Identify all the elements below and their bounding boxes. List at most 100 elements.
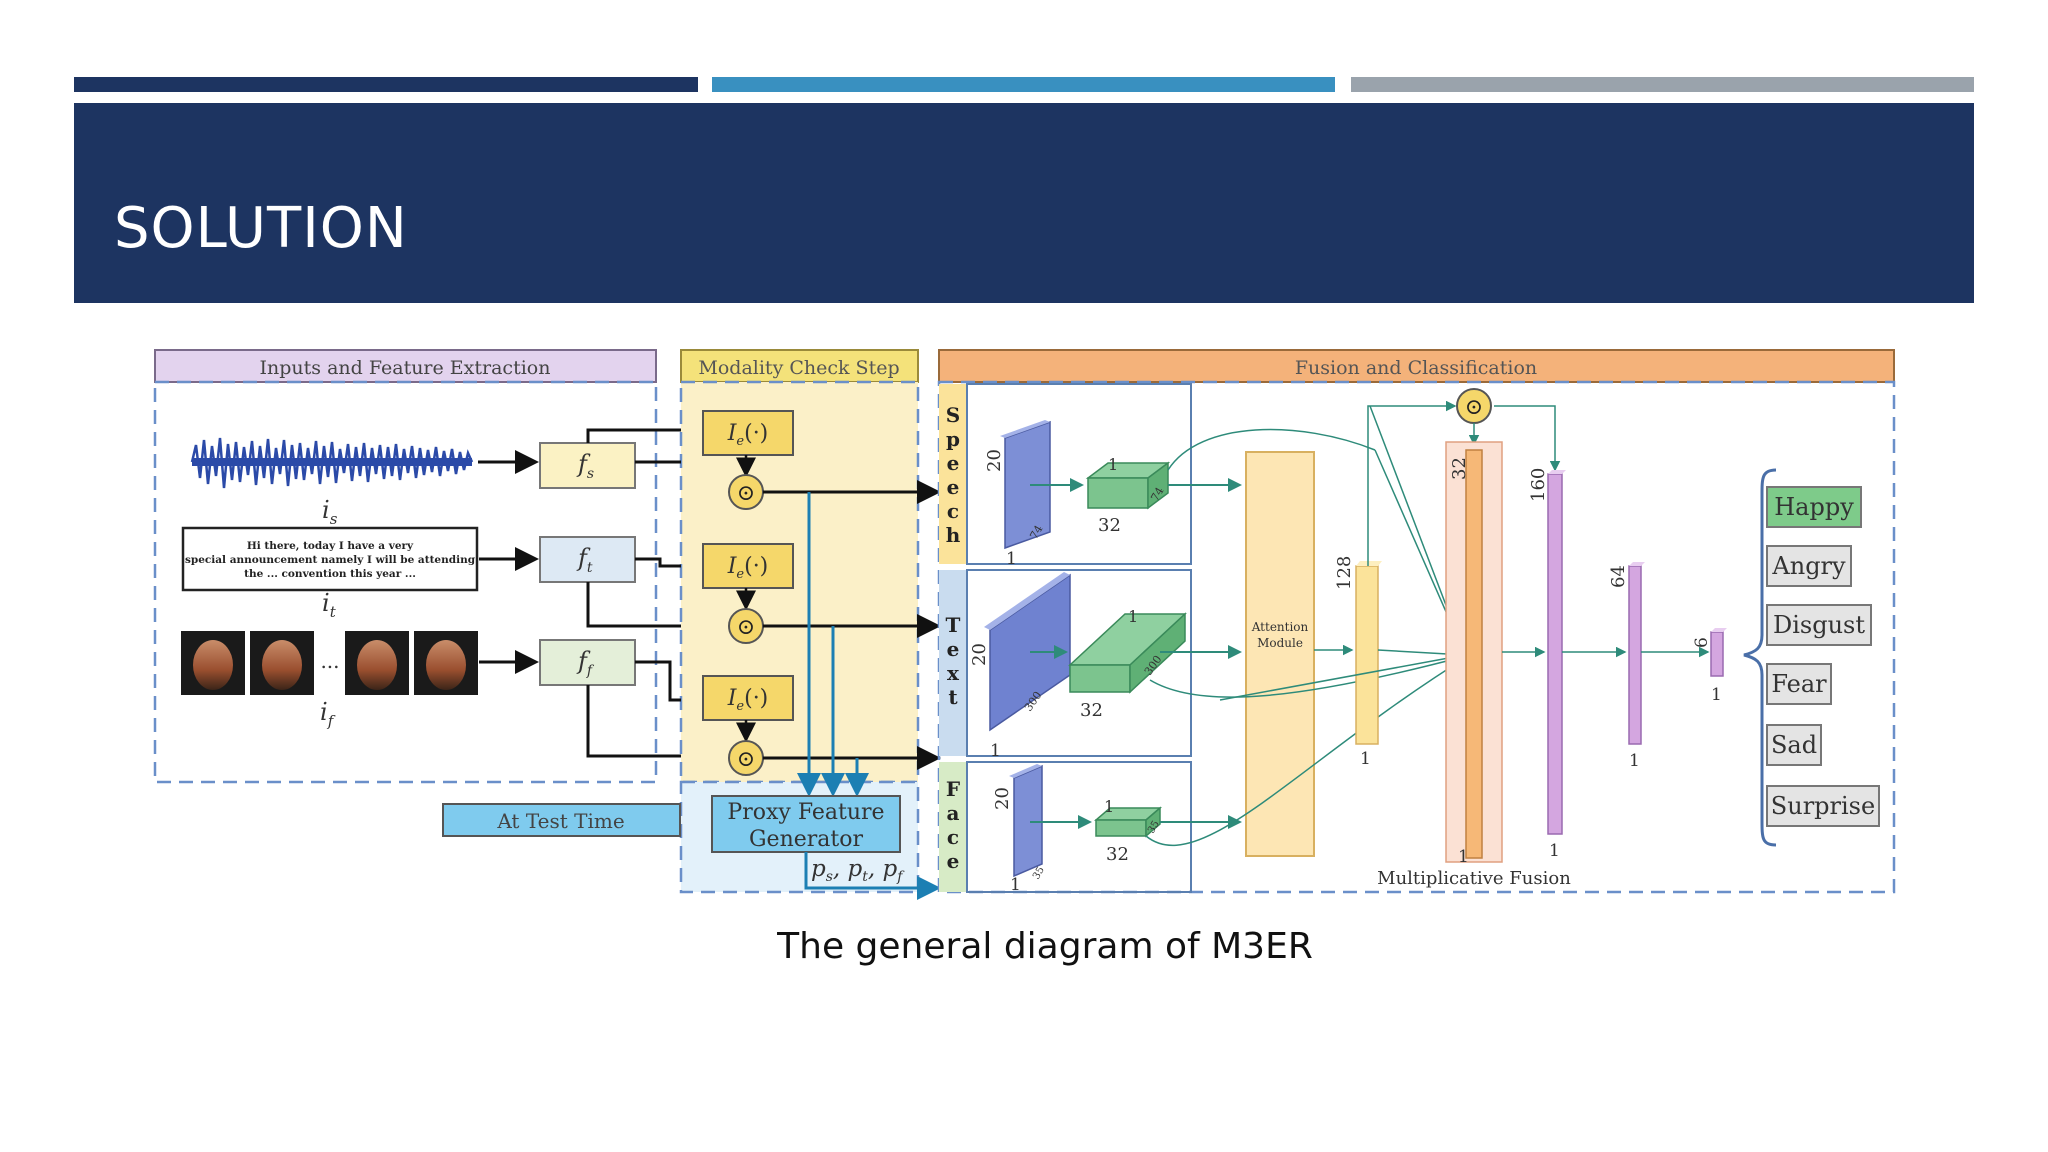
face-dim-one2: 1 [1104, 797, 1114, 816]
class-label-surprise: Surprise [1771, 792, 1875, 820]
transcript-line-1: Hi there, today I have a very [247, 540, 414, 552]
accent-bar-blue [712, 77, 1335, 92]
at-test-time-box [442, 803, 681, 837]
vector-128 [1355, 561, 1382, 745]
svg-text:e: e [947, 475, 960, 499]
speech-dim-d: 74 [1027, 523, 1045, 542]
transcript-line-2: special announcement namely I will be at… [185, 554, 476, 566]
svg-text:e: e [947, 451, 960, 475]
vec-6-one: 1 [1711, 685, 1722, 705]
check-block-speech: Ie(·) ⊙ [702, 410, 794, 510]
proxy-generator-box [711, 795, 901, 853]
text-vertical-label: T e x t [946, 613, 961, 709]
vec-128-one: 1 [1360, 749, 1371, 769]
speech-dim-one: 1 [1006, 549, 1017, 569]
svg-text:Ie(·): Ie(·) [727, 421, 769, 449]
vec-64-label: 64 [1608, 565, 1629, 588]
svg-text:c: c [947, 825, 959, 849]
check-block-face: Ie(·) ⊙ [702, 675, 794, 776]
slide-title: SOLUTION [114, 196, 408, 261]
accent-bar-gray [1351, 77, 1974, 92]
face-vertical-label: F a c e [946, 777, 960, 873]
svg-text:t: t [948, 685, 958, 709]
face-column [939, 762, 967, 892]
attention-module [1245, 451, 1315, 857]
title-banner [74, 103, 1974, 303]
class-label-fear: Fear [1771, 670, 1827, 698]
proxy-outputs-label: ps, pt, pf [811, 856, 905, 885]
face-dim-w: 32 [1106, 844, 1129, 865]
svg-text:p: p [946, 427, 960, 451]
svg-text:Ie(·): Ie(·) [727, 686, 769, 714]
svg-text:T: T [946, 613, 961, 637]
class-brace [1743, 468, 1777, 847]
transcript-line-3: the ... convention this year ... [244, 568, 416, 580]
text-column [939, 570, 967, 756]
class-box-sad [1766, 724, 1822, 766]
fusion-header [938, 349, 1895, 383]
speech-dim-w: 32 [1098, 515, 1121, 536]
class-label-happy: Happy [1774, 493, 1854, 521]
class-label-angry: Angry [1771, 552, 1846, 580]
text-encoder [984, 572, 1242, 732]
class-label-sad: Sad [1771, 731, 1817, 759]
modality-header [680, 349, 919, 383]
class-box-angry [1766, 545, 1852, 587]
speech-dim-one2: 1 [1108, 455, 1118, 474]
svg-text:e: e [947, 637, 960, 661]
text-subpanel [966, 569, 1192, 757]
feature-box-face [539, 639, 636, 686]
class-label-disgust: Disgust [1773, 611, 1865, 639]
svg-text:⊙: ⊙ [737, 481, 755, 506]
slide-caption: The general diagram of M3ER [777, 926, 1313, 967]
input-face-label: if [320, 698, 336, 730]
speech-subpanel [966, 383, 1192, 565]
proxy-label-2: Generator [749, 827, 864, 852]
svg-text:F: F [946, 777, 960, 801]
mult-fusion-bar [1465, 449, 1483, 859]
face-dim-one: 1 [1010, 875, 1021, 895]
face-encoder [1009, 764, 1242, 878]
svg-text:x: x [947, 661, 960, 685]
class-box-fear [1766, 663, 1832, 705]
svg-text:h: h [946, 523, 961, 547]
svg-text:a: a [947, 801, 960, 825]
input-speech-label: is [322, 496, 338, 528]
inputs-header-label: Inputs and Feature Extraction [260, 357, 551, 379]
face-subpanel [966, 761, 1192, 893]
attention-label-2: Module [1257, 636, 1303, 650]
mult-circle-symbol: ⊙ [1465, 395, 1483, 420]
svg-text:⊙: ⊙ [737, 615, 755, 640]
face-frames [181, 631, 478, 695]
class-box-surprise [1766, 785, 1880, 827]
inputs-panel [153, 380, 658, 784]
vec-160-label: 160 [1528, 468, 1549, 502]
speech-vertical-label: S p e e c h [946, 403, 961, 547]
vector-160 [1547, 470, 1566, 835]
modality-header-label: Modality Check Step [698, 357, 899, 379]
feature-box-speech [539, 442, 636, 489]
speech-waveform [190, 437, 474, 489]
svg-text:S: S [946, 403, 960, 427]
speech-encoder [1000, 420, 1242, 550]
transcript-box [181, 526, 479, 592]
face-ellipsis: ... [320, 649, 339, 673]
mult-fusion-label: Multiplicative Fusion [1377, 868, 1571, 889]
mult-one: 1 [1458, 847, 1469, 867]
text-dim-w: 32 [1080, 700, 1103, 721]
class-box-happy [1766, 486, 1862, 528]
proxy-label-1: Proxy Feature [727, 800, 884, 825]
fusion-panel [937, 380, 1896, 894]
svg-text:Ie(·): Ie(·) [727, 554, 769, 582]
class-box-disgust [1766, 604, 1872, 646]
vec-64-one: 1 [1629, 751, 1640, 771]
vec-128-label: 128 [1334, 556, 1355, 590]
attention-label-1: Attention [1251, 620, 1309, 634]
vector-64 [1628, 562, 1645, 745]
speech-dim-h: 20 [984, 449, 1005, 472]
vec-6-label: 6 [1692, 637, 1712, 648]
input-text-label: it [322, 589, 337, 621]
text-dim-h: 20 [969, 643, 990, 666]
svg-text:c: c [947, 499, 959, 523]
